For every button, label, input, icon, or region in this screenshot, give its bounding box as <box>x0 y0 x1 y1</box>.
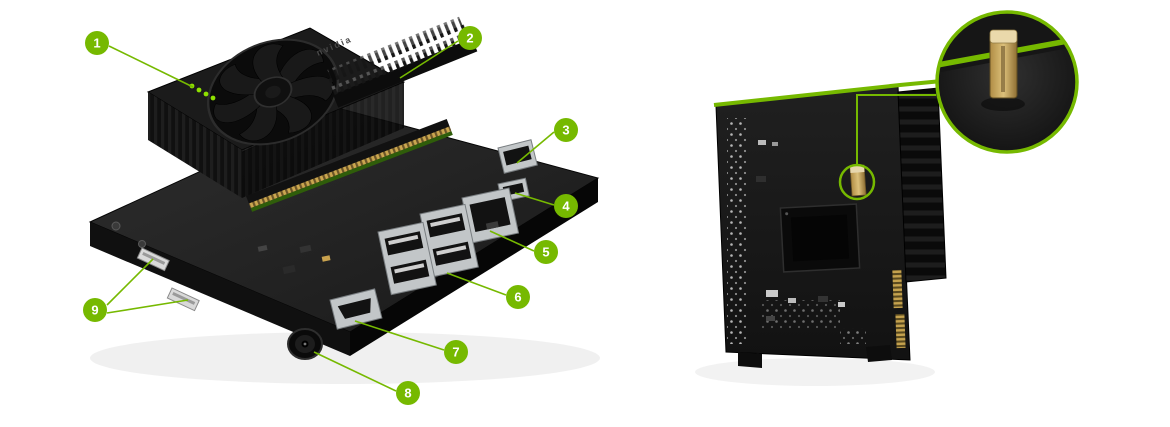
callout-label-1: 1 <box>93 36 100 51</box>
devkit-board-illustration: nvidia <box>88 16 600 384</box>
soc-chip <box>779 203 861 273</box>
edge-gold-connectors <box>892 269 906 349</box>
board-to-board-connector <box>849 164 867 197</box>
callout-badges: 1 2 3 4 5 6 7 8 <box>83 26 578 405</box>
callout-line-9a <box>106 258 154 306</box>
inset-connector-shadow <box>981 97 1025 111</box>
screw <box>111 221 121 231</box>
module-foot-left <box>738 352 762 368</box>
display-port <box>329 288 383 330</box>
screw <box>138 240 146 248</box>
fan <box>206 38 340 146</box>
callout-line-8 <box>313 351 397 392</box>
small-components <box>257 244 331 275</box>
inset-leader-line <box>856 94 936 165</box>
inset-gold-connector <box>989 29 1018 99</box>
module-foot-right <box>866 345 892 362</box>
pinhole-grid-lower <box>840 328 866 344</box>
callout-lines <box>106 40 555 392</box>
pinhole-grid-bottom <box>760 300 840 330</box>
thermal-ridge-block <box>897 87 947 283</box>
callout-label-3: 3 <box>562 123 569 138</box>
callout-label-9: 9 <box>91 303 98 318</box>
ethernet-port <box>461 187 520 244</box>
callout-badge-5: 5 <box>534 240 558 264</box>
callout-line-1 <box>108 45 194 88</box>
inset-border-ring <box>935 10 1079 154</box>
surface-components <box>756 140 845 321</box>
callout-badge-3: 3 <box>554 118 578 142</box>
module-edge-connector <box>246 118 453 212</box>
usb-stack-left <box>377 221 437 296</box>
callout-line-9b <box>106 299 189 314</box>
module-shadow <box>695 358 935 386</box>
callout-line-3 <box>516 131 555 164</box>
callout-badge-2: 2 <box>458 26 482 50</box>
board-shadow <box>90 332 600 384</box>
connector-detail-inset <box>935 10 1079 154</box>
module-details <box>727 118 906 349</box>
callout-badge-1: 1 <box>85 31 109 55</box>
gpio-header <box>327 16 478 108</box>
callout-line-2 <box>399 40 459 79</box>
callout-label-4: 4 <box>562 199 570 214</box>
callout-line-7 <box>354 320 445 351</box>
usb-stack-right <box>419 203 479 278</box>
callout-label-6: 6 <box>514 290 521 305</box>
callout-badge-9: 9 <box>83 298 107 322</box>
camera-connector-2 <box>166 287 200 312</box>
callout-line-4 <box>514 192 555 206</box>
compute-module-illustration <box>695 10 1079 386</box>
module-green-edge <box>713 79 943 107</box>
top-right-port <box>497 139 538 174</box>
callout-label-5: 5 <box>542 245 549 260</box>
callout-label-7: 7 <box>452 345 459 360</box>
callout-label-8: 8 <box>404 386 411 401</box>
callout-badge-6: 6 <box>506 285 530 309</box>
callout-badge-8: 8 <box>396 381 420 405</box>
callout-line-6 <box>446 272 507 296</box>
callout-line-5 <box>489 230 535 252</box>
pinhole-grid-left <box>727 118 747 344</box>
callout-badge-7: 7 <box>444 340 468 364</box>
power-jack <box>287 328 323 360</box>
callout-badge-4: 4 <box>554 194 578 218</box>
callout-label-2: 2 <box>466 31 473 46</box>
